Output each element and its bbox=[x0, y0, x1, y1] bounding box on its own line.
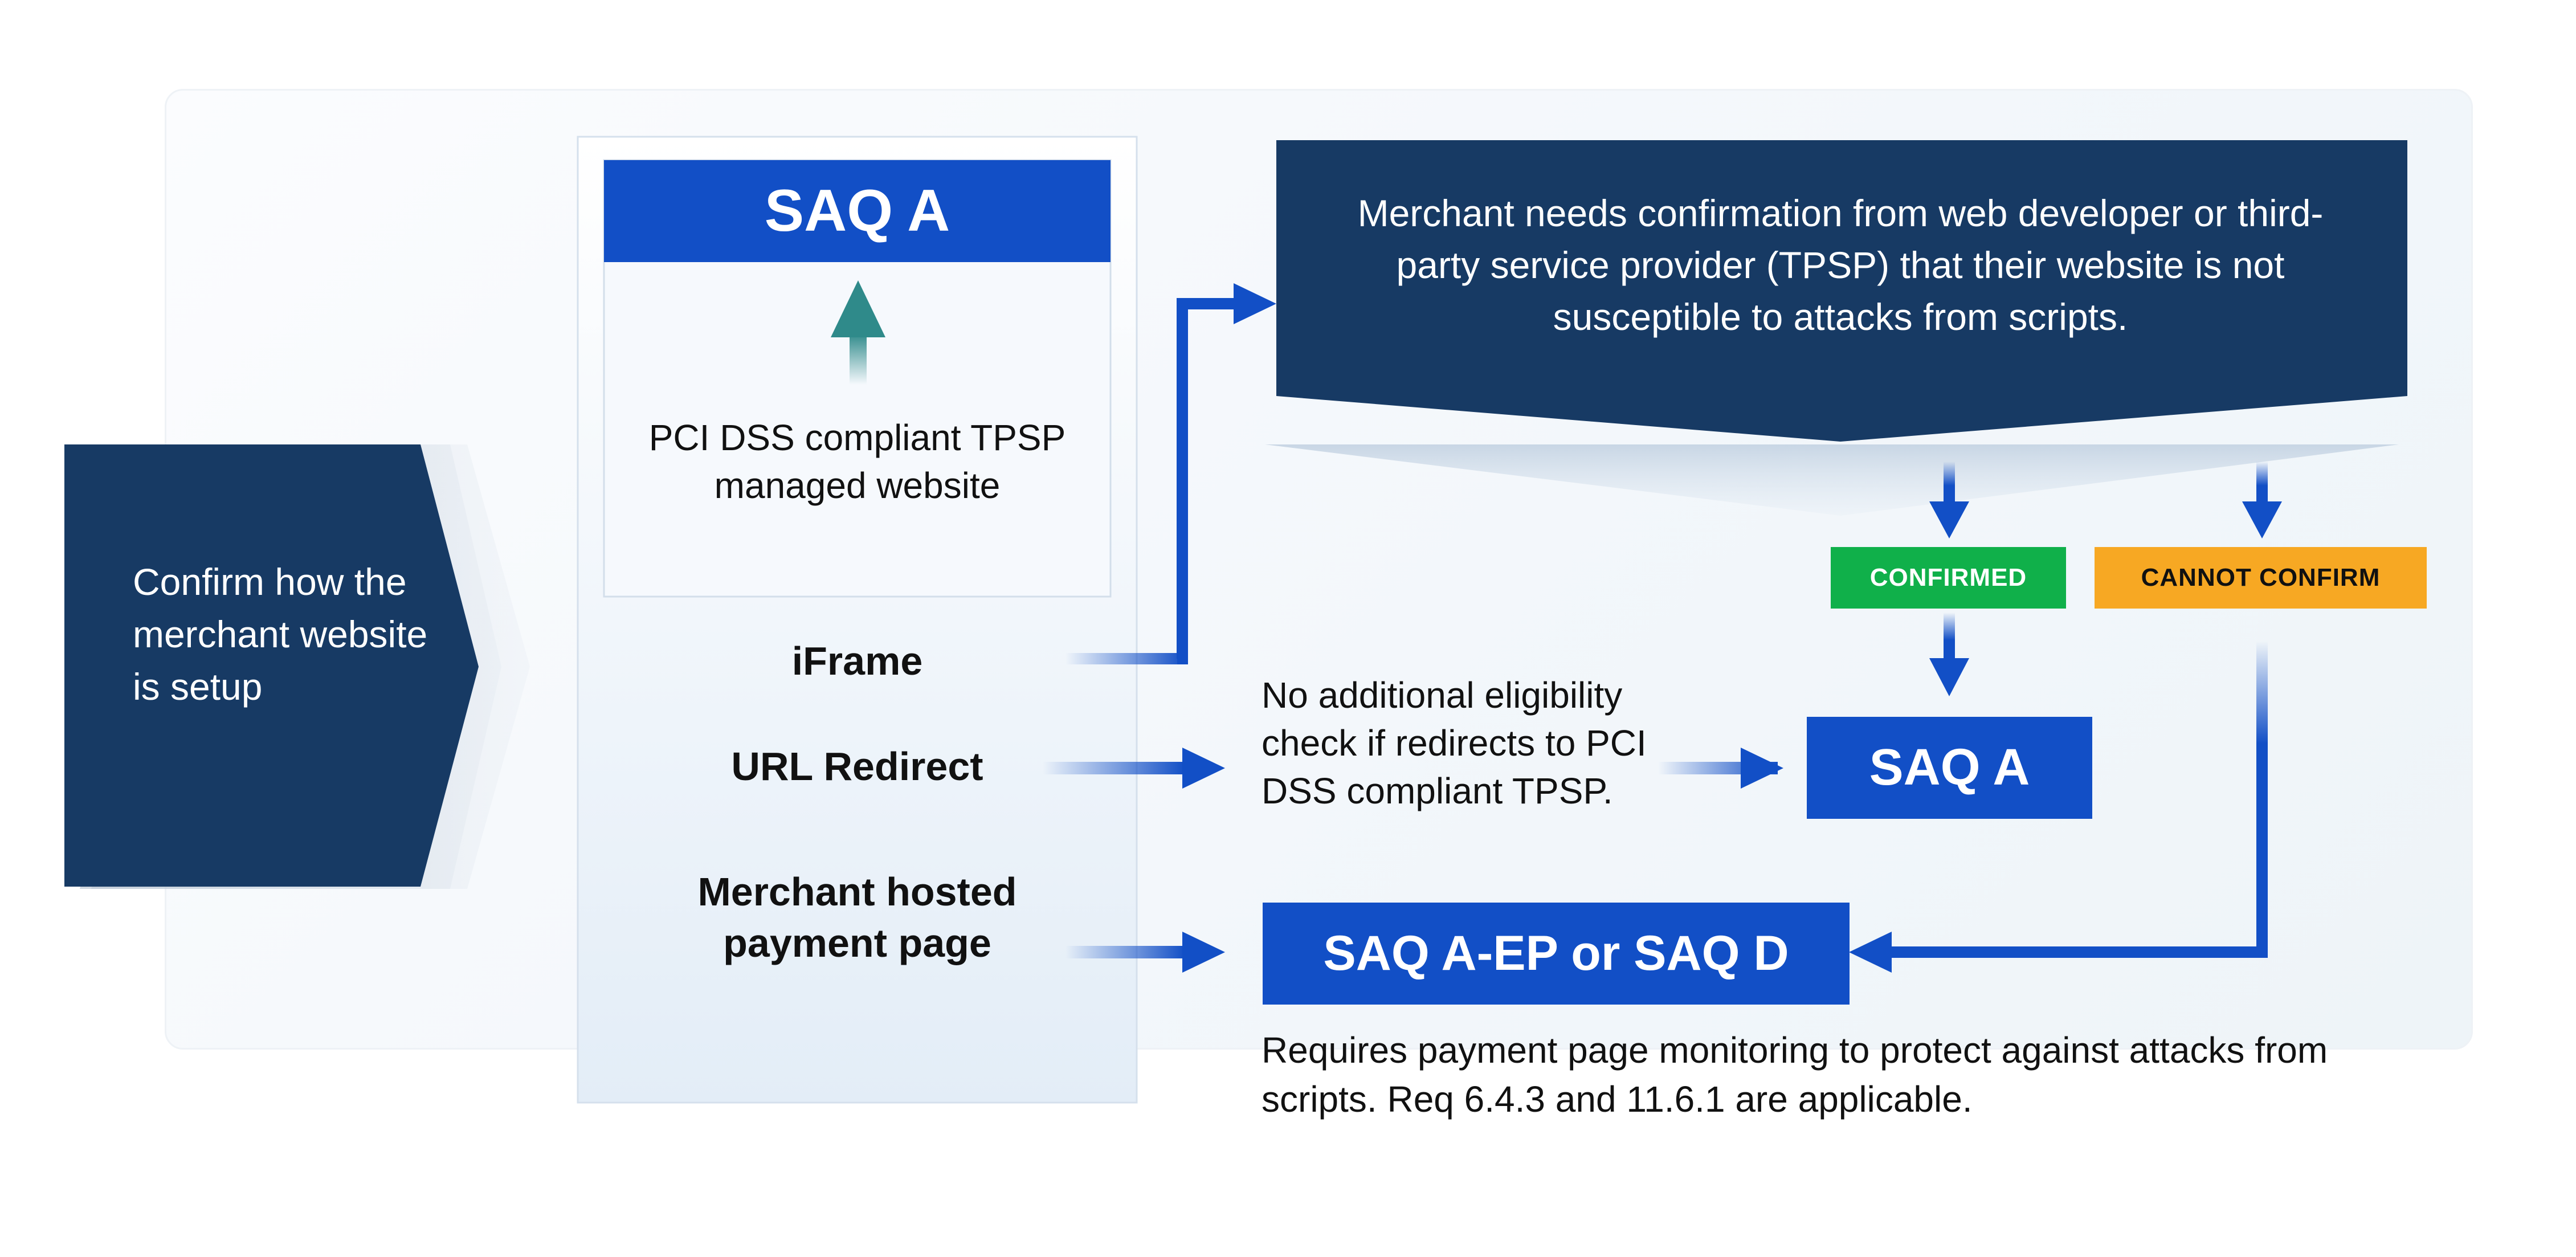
confirmed-badge: CONFIRMED bbox=[1831, 547, 2066, 609]
cannot-confirm-badge: CANNOT CONFIRM bbox=[2095, 547, 2427, 609]
saq-a-top-header: SAQ A bbox=[604, 160, 1111, 262]
arrow-up-icon bbox=[831, 280, 885, 385]
option-iframe: iFrame bbox=[791, 639, 923, 683]
confirmed-to-saq-a-arrow bbox=[1929, 613, 1969, 696]
note-to-saq-a-arrow bbox=[1658, 748, 1783, 789]
tpsp-managed-text: PCI DSS compliant TPSP managed website bbox=[648, 417, 1066, 506]
saq-a-result: SAQ A bbox=[1807, 717, 2092, 819]
banner-shape bbox=[1276, 140, 2407, 442]
option-merchant-hosted: Merchant hosted payment page bbox=[697, 870, 1017, 965]
banner-text: Merchant needs confirmation from web dev… bbox=[1357, 191, 2324, 338]
merchant-hosted-arrow bbox=[1065, 932, 1225, 973]
banner-to-confirmed-arrow bbox=[1929, 462, 1969, 538]
url-redirect-arrow bbox=[1043, 748, 1225, 789]
footer-note: Requires payment page monitoring to prot… bbox=[1262, 1030, 2328, 1120]
banner-to-cannot-confirm-arrow bbox=[2242, 462, 2282, 538]
start-label: Confirm how the merchant website is setu… bbox=[133, 561, 428, 708]
iframe-connector bbox=[1065, 283, 1276, 664]
saq-aep-or-d-result: SAQ A-EP or SAQ D bbox=[1263, 903, 1850, 1005]
banner-shadow bbox=[1265, 444, 2399, 516]
option-url-redirect: URL Redirect bbox=[731, 744, 983, 789]
cannot-confirm-to-saq-aep-arrow bbox=[1849, 641, 2268, 973]
start-chevron bbox=[64, 444, 479, 887]
redirect-note: No additional eligibility check if redir… bbox=[1262, 675, 1647, 811]
